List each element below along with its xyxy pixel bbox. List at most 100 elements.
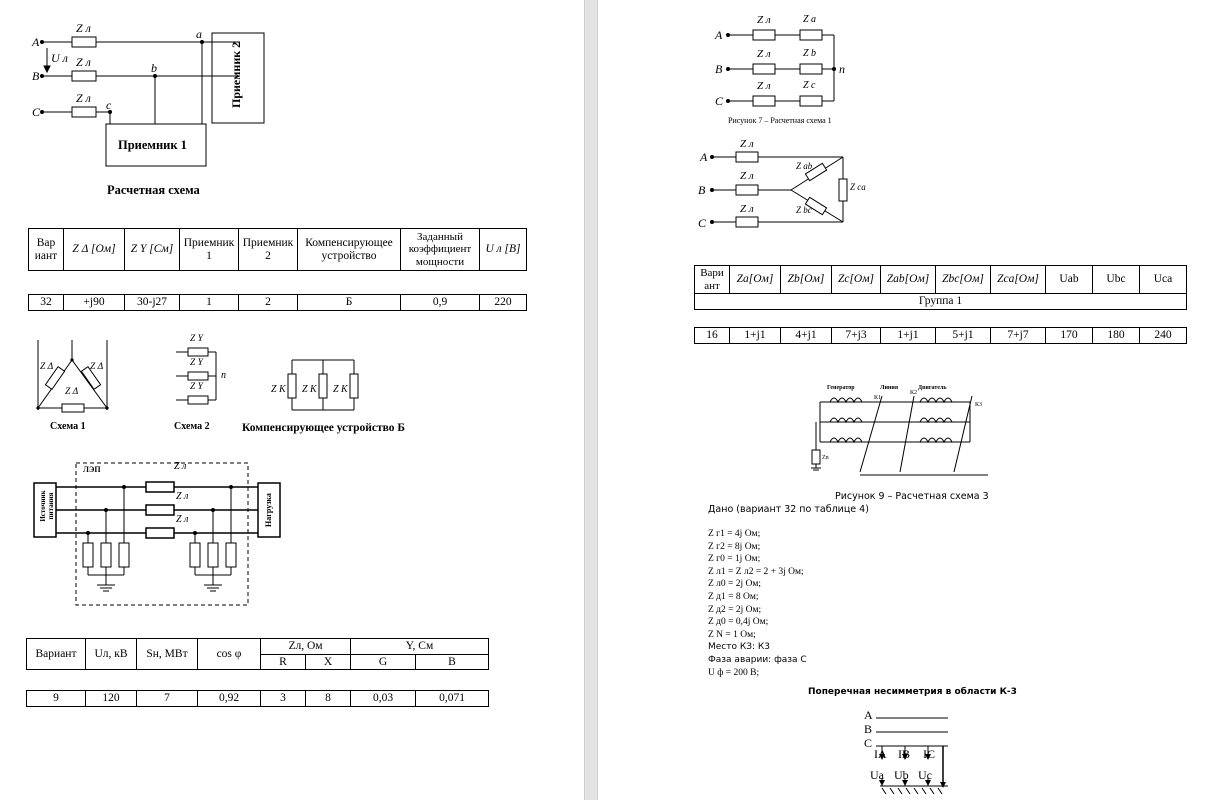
asym-phase-b: B (864, 722, 873, 736)
table3-header-zb: Zb[Ом] (780, 265, 832, 294)
calculation-scheme-diagram (40, 32, 265, 167)
given-list: Z г1 = 4j Ом; Z г2 = 8j Ом; Z г0 = 1j Ом… (708, 528, 807, 679)
given-line: Z N = 1 Ом; (708, 629, 756, 640)
fig7-caption: Рисунок 7 – Расчетная схема 1 (728, 116, 832, 125)
fig7-zl-b: Z л (757, 48, 771, 60)
scheme-1-caption: Схема 1 (50, 421, 86, 432)
table1-header-ul: U л [В] (479, 228, 527, 271)
fig8-zab: Z ab (796, 161, 813, 171)
node-b-label: B (32, 69, 40, 83)
given-line: U ф = 200 В; (708, 667, 760, 678)
table-cell: 4+j1 (780, 327, 832, 344)
table3-header-zbc: Zbc[Ом] (935, 265, 991, 294)
table-cell: 2 (238, 294, 298, 311)
document-page-right: A B C Z л Z л Z л Z a Z b Z c n Рисунок … (598, 0, 1221, 800)
fig9-zn: Zn (822, 455, 829, 461)
table3-header-ubc: Ubc (1092, 265, 1140, 294)
table3-header-uab: Uab (1045, 265, 1093, 294)
given-line: Z д0 = 0,4j Ом; (708, 617, 769, 628)
zk-label-3: Z K (333, 384, 348, 395)
table-row: 16 1+j1 4+j1 7+j3 1+j1 5+j1 7+j7 170 180… (694, 327, 1187, 344)
delta-z-label-right: Z Δ (90, 362, 104, 372)
fig9-line: Линия (880, 385, 899, 391)
table3-group: Группа 1 (694, 293, 1187, 310)
star-node-n: n (221, 370, 226, 381)
zl-label-b: Z л (76, 55, 91, 69)
fig7-zl-c: Z л (757, 80, 771, 92)
given-line: Z д2 = 2j Ом; (708, 604, 762, 615)
table-cell: 0,92 (197, 690, 261, 707)
table3-header-variant: Вари ант (694, 265, 730, 294)
fig8-zl-c: Z л (740, 203, 754, 215)
table2-header-sn: Sн, МВт (136, 637, 198, 671)
table2-sub-g: G (350, 653, 416, 671)
fig8-zl-a: Z л (740, 138, 754, 150)
fig8-node-c: C (698, 216, 707, 230)
table-cell: 5+j1 (935, 327, 991, 344)
node-a-label: A (32, 35, 40, 49)
table1-header-zy: Z Y [См] (124, 228, 180, 271)
scheme2-zl-1: Z л (174, 461, 187, 472)
table1-header-power-factor: Заданный коэффициент мощности (400, 228, 480, 271)
table2-header-ul: Uл, кВ (85, 637, 137, 671)
scheme2-zl-2: Z л (176, 491, 189, 502)
table-cell: 0,9 (400, 294, 480, 311)
fig9-caption: Рисунок 9 – Расчетная схема 3 (835, 491, 989, 502)
fig7-node-c: C (715, 94, 724, 108)
fig8-node-b: B (698, 183, 706, 197)
asym-phase-c: C (864, 736, 873, 750)
table-cell: 1+j1 (729, 327, 781, 344)
asym-phase-a: A (864, 708, 873, 722)
receiver-1-label: Приемник 1 (118, 138, 187, 152)
asym-current-b: IB (898, 747, 910, 761)
table-cell: 180 (1092, 327, 1140, 344)
point-b-label: b (151, 61, 157, 75)
table-cell: 9 (26, 690, 86, 707)
fig9-generator: Генератор (827, 385, 855, 391)
table-cell: 1 (179, 294, 239, 311)
receiver-2-label: Приемник 2 (229, 41, 243, 108)
zk-label-1: Z K (271, 384, 286, 395)
fig9-k3: К3 (975, 402, 983, 408)
table-row: 32 +j90 30-j27 1 2 Б 0,9 220 (28, 294, 527, 311)
load-label: Нагрузка (264, 493, 273, 527)
table-row: 9 120 7 0,92 3 8 0,03 0,071 (26, 690, 489, 707)
table2-sub-x: X (305, 653, 351, 671)
variant-table-2-row: 9 120 7 0,92 3 8 0,03 0,071 (26, 690, 489, 707)
fig8-zbc: Z bc (796, 205, 812, 215)
asym-current-c: IC (923, 747, 935, 761)
zl-label-c: Z л (76, 91, 91, 105)
power-line-scheme-diagram (33, 462, 281, 606)
fig7-zl-a: Z л (757, 14, 771, 26)
variant-table-1-row: 32 +j90 30-j27 1 2 Б 0,9 220 (28, 294, 527, 311)
figure-7-diagram (726, 29, 836, 107)
table-cell: 30-j27 (124, 294, 180, 311)
given-line: Z г0 = 1j Ом; (708, 554, 761, 565)
given-line: Z г1 = 4j Ом; (708, 529, 761, 539)
asym-voltage-c: Uc (918, 768, 932, 782)
table1-header-receiver2: Приемник 2 (238, 228, 298, 271)
table-cell: 8 (305, 690, 351, 707)
table-cell: 240 (1139, 327, 1187, 344)
table2-sub-b: B (415, 653, 489, 671)
given-line: Z л0 = 2j Ом; (708, 579, 762, 590)
node-c-label: C (32, 105, 41, 119)
table3-header-zab: Zab[Ом] (880, 265, 936, 294)
page-gap (584, 0, 598, 800)
variant-table-3: Вари ант Za[Ом] Zb[Ом] Zc[Ом] Zab[Ом] Zb… (694, 265, 1187, 310)
delta-z-label-bottom: Z Δ (65, 387, 79, 397)
table3-header-zca: Zca[Ом] (990, 265, 1046, 294)
table2-header-y: Y, См (350, 638, 489, 655)
table2-header-variant: Вариант (26, 637, 86, 671)
table-cell: 0,071 (415, 690, 489, 707)
fig7-node-a: A (715, 28, 723, 42)
table2-sub-r: R (260, 653, 306, 671)
line-label: ЛЭП (83, 465, 101, 474)
table1-header-zdelta: Z Δ [Ом] (63, 228, 125, 271)
fig7-za: Z a (803, 14, 817, 25)
given-line: Z д1 = 8 Ом; (708, 591, 759, 602)
scheme-caption: Расчетная схема (107, 183, 200, 197)
given-line: Фаза аварии: фаза С (708, 654, 807, 665)
delta-z-label-left: Z Δ (40, 362, 54, 372)
fig9-motor: Двигатель (918, 385, 947, 391)
